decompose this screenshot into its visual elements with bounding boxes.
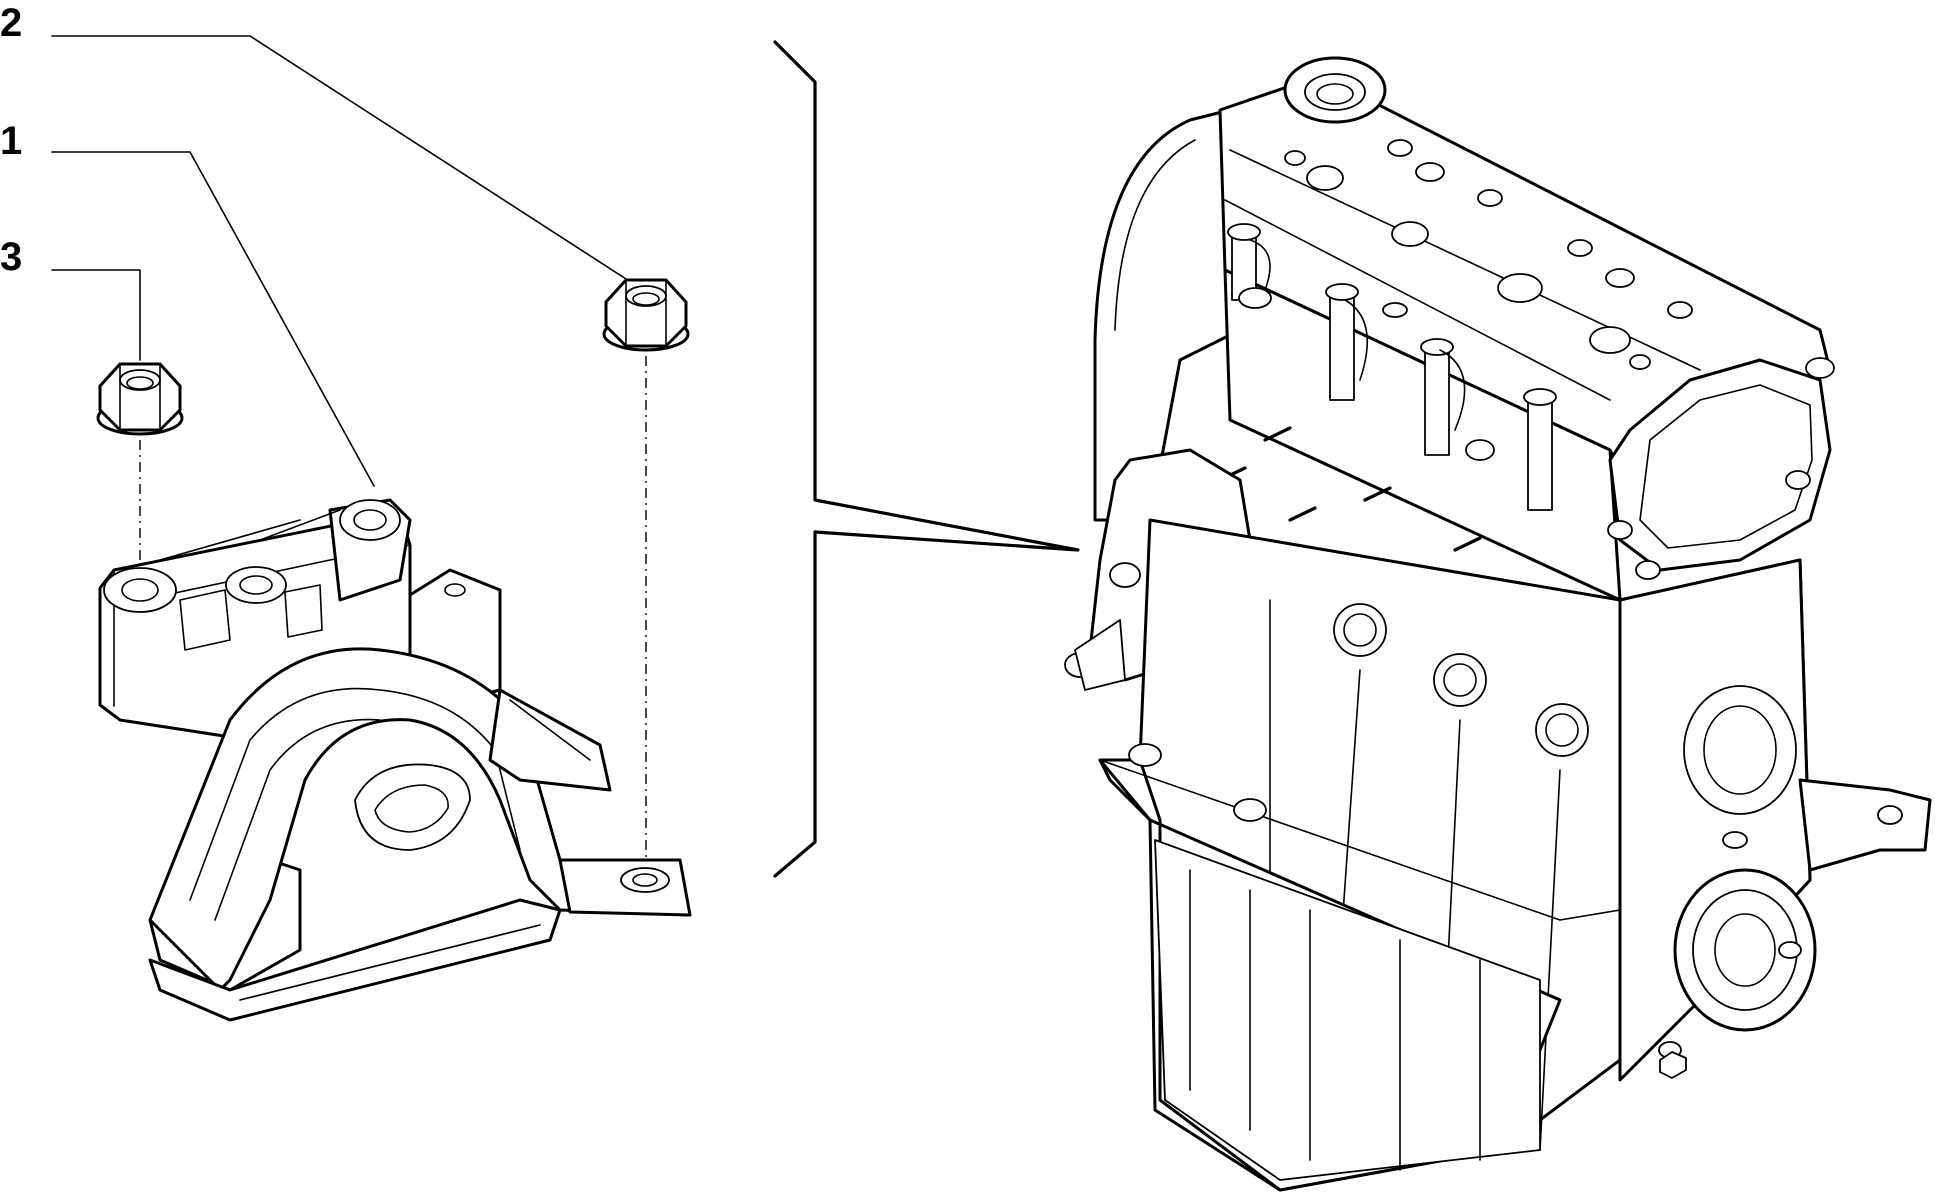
leader-line-1 bbox=[51, 151, 375, 487]
flange-nut-2 bbox=[602, 278, 690, 352]
assembly-bracket bbox=[773, 40, 1080, 878]
flange-nut-3 bbox=[96, 362, 184, 436]
callout-1-label[interactable]: 1 bbox=[0, 119, 22, 163]
callout-2-label[interactable]: 2 bbox=[0, 1, 22, 45]
engine-mount-bracket bbox=[98, 498, 692, 1022]
engine-assembly bbox=[1064, 56, 1932, 1192]
leader-line-3 bbox=[51, 269, 141, 361]
leader-line-2 bbox=[51, 35, 641, 289]
callout-3-label[interactable]: 3 bbox=[0, 235, 22, 279]
